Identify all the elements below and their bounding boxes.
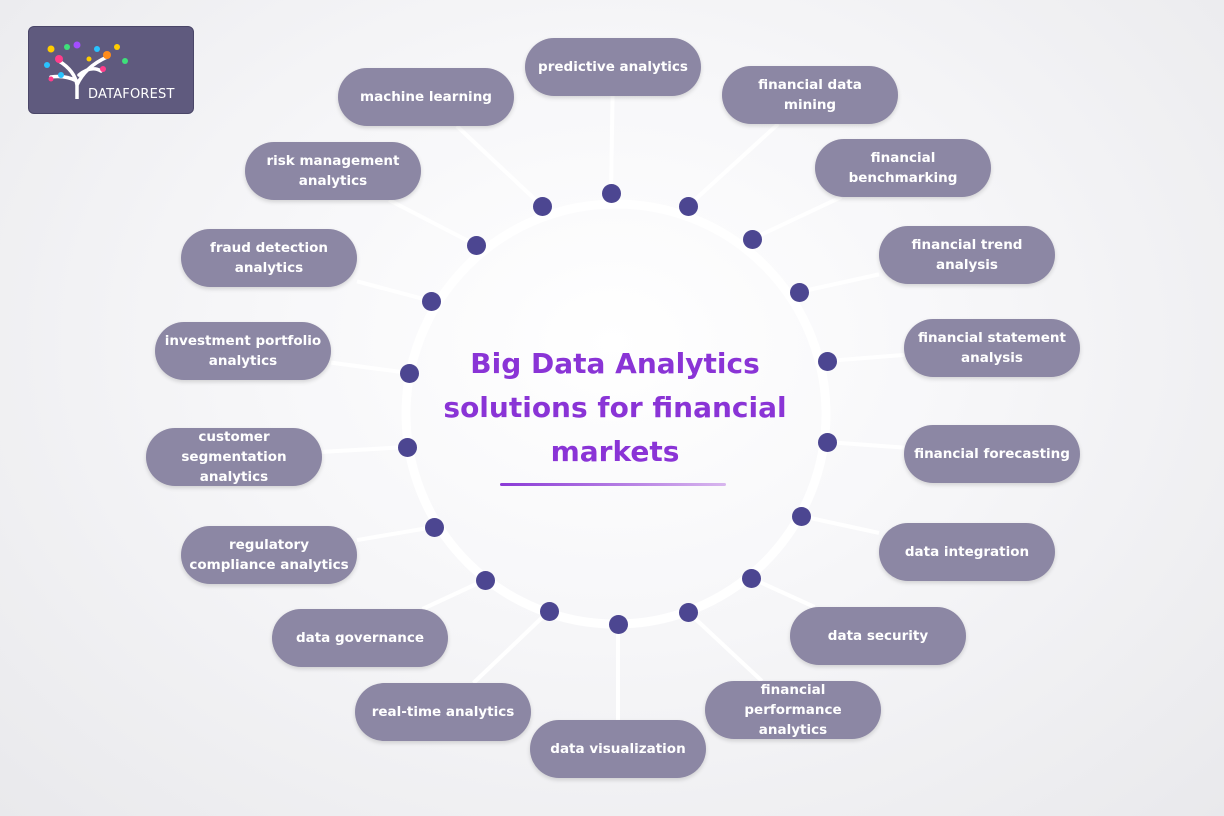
- connector-data-security: [750, 576, 816, 609]
- connector-financial-trend-analysis: [798, 272, 880, 294]
- item-investment-portfolio-analytics: investment portfolio analytics: [155, 322, 331, 380]
- item-label: data visualization: [550, 741, 686, 757]
- item-label: data governance: [295, 630, 425, 646]
- item-fraud-detection-analytics: fraud detection analytics: [181, 229, 357, 287]
- item-label: real-time analytics: [371, 704, 515, 720]
- title-underline: [500, 483, 726, 486]
- item-label: financial data mining: [758, 77, 862, 113]
- item-financial-statement-analysis: financial statement analysis: [904, 319, 1080, 377]
- connector-predictive-analytics: [609, 95, 615, 194]
- node-financial-performance-analytics: [678, 602, 698, 622]
- item-machine-learning: machine learning: [338, 68, 514, 126]
- logo-text: DATAFOREST: [88, 87, 175, 102]
- item-label: data security: [827, 628, 929, 644]
- item-label: financial performance analytics: [744, 682, 842, 738]
- node-data-governance: [475, 570, 495, 590]
- item-real-time-analytics: real-time analytics: [355, 683, 531, 741]
- node-data-integration: [791, 506, 811, 526]
- item-predictive-analytics: predictive analytics: [525, 38, 701, 96]
- connector-real-time-analytics: [472, 609, 551, 685]
- item-customer-segmentation-analytics: customer segmentation analytics: [146, 428, 322, 486]
- node-machine-learning: [532, 196, 552, 216]
- item-data-security: data security: [790, 607, 966, 665]
- diagram-title: Big Data Analytics solutions for financi…: [443, 347, 787, 468]
- node-predictive-analytics: [601, 183, 621, 203]
- item-data-governance: data governance: [272, 609, 448, 667]
- item-label: investment portfolio analytics: [164, 333, 322, 369]
- node-financial-forecasting: [817, 432, 837, 452]
- item-financial-benchmarking: financial benchmarking: [815, 139, 991, 197]
- connector-financial-data-mining: [686, 122, 780, 208]
- dataforest-logo: DATAFOREST: [28, 26, 194, 114]
- connector-financial-performance-analytics: [686, 610, 764, 683]
- item-regulatory-compliance-analytics: regulatory compliance analytics: [181, 526, 357, 584]
- item-label: customer segmentation analytics: [181, 429, 287, 485]
- node-financial-statement-analysis: [817, 351, 837, 371]
- node-real-time-analytics: [539, 601, 559, 621]
- connector-customer-segmentation-analytics: [321, 445, 408, 454]
- item-label: machine learning: [360, 89, 492, 105]
- item-label: financial trend analysis: [911, 237, 1023, 273]
- node-financial-trend-analysis: [789, 282, 809, 302]
- connector-machine-learning: [455, 124, 544, 208]
- tree-icon: [44, 41, 128, 99]
- node-data-security: [741, 568, 761, 588]
- item-financial-trend-analysis: financial trend analysis: [879, 226, 1055, 284]
- item-financial-data-mining: financial data mining: [722, 66, 898, 124]
- item-label: risk management analytics: [266, 153, 400, 189]
- item-risk-management-analytics: risk management analytics: [245, 142, 421, 200]
- item-data-integration: data integration: [879, 523, 1055, 581]
- node-fraud-detection-analytics: [421, 291, 441, 311]
- connector-financial-statement-analysis: [826, 352, 905, 363]
- connector-financial-forecasting: [826, 440, 905, 450]
- item-label: financial statement analysis: [918, 330, 1066, 366]
- item-label: data integration: [904, 544, 1030, 560]
- item-label: financial forecasting: [914, 446, 1070, 462]
- node-financial-data-mining: [678, 196, 698, 216]
- connector-data-governance: [421, 578, 486, 611]
- item-financial-performance-analytics: financial performance analytics: [705, 681, 881, 739]
- node-financial-benchmarking: [742, 229, 762, 249]
- connector-fraud-detection-analytics: [356, 279, 432, 303]
- connector-regulatory-compliance-analytics: [356, 525, 435, 543]
- item-label: regulatory compliance analytics: [189, 537, 349, 573]
- node-customer-segmentation-analytics: [397, 437, 417, 457]
- connector-investment-portfolio-analytics: [330, 360, 410, 375]
- item-label: fraud detection analytics: [209, 240, 328, 276]
- item-label: financial benchmarking: [848, 150, 958, 186]
- connector-data-integration: [800, 514, 880, 535]
- node-regulatory-compliance-analytics: [424, 517, 444, 537]
- connector-risk-management-analytics: [388, 198, 477, 247]
- node-investment-portfolio-analytics: [399, 363, 419, 383]
- item-financial-forecasting: financial forecasting: [904, 425, 1080, 483]
- item-label: predictive analytics: [538, 59, 688, 75]
- node-data-visualization: [608, 614, 628, 634]
- connector-financial-benchmarking: [751, 195, 843, 241]
- item-data-visualization: data visualization: [530, 720, 706, 778]
- node-risk-management-analytics: [466, 235, 486, 255]
